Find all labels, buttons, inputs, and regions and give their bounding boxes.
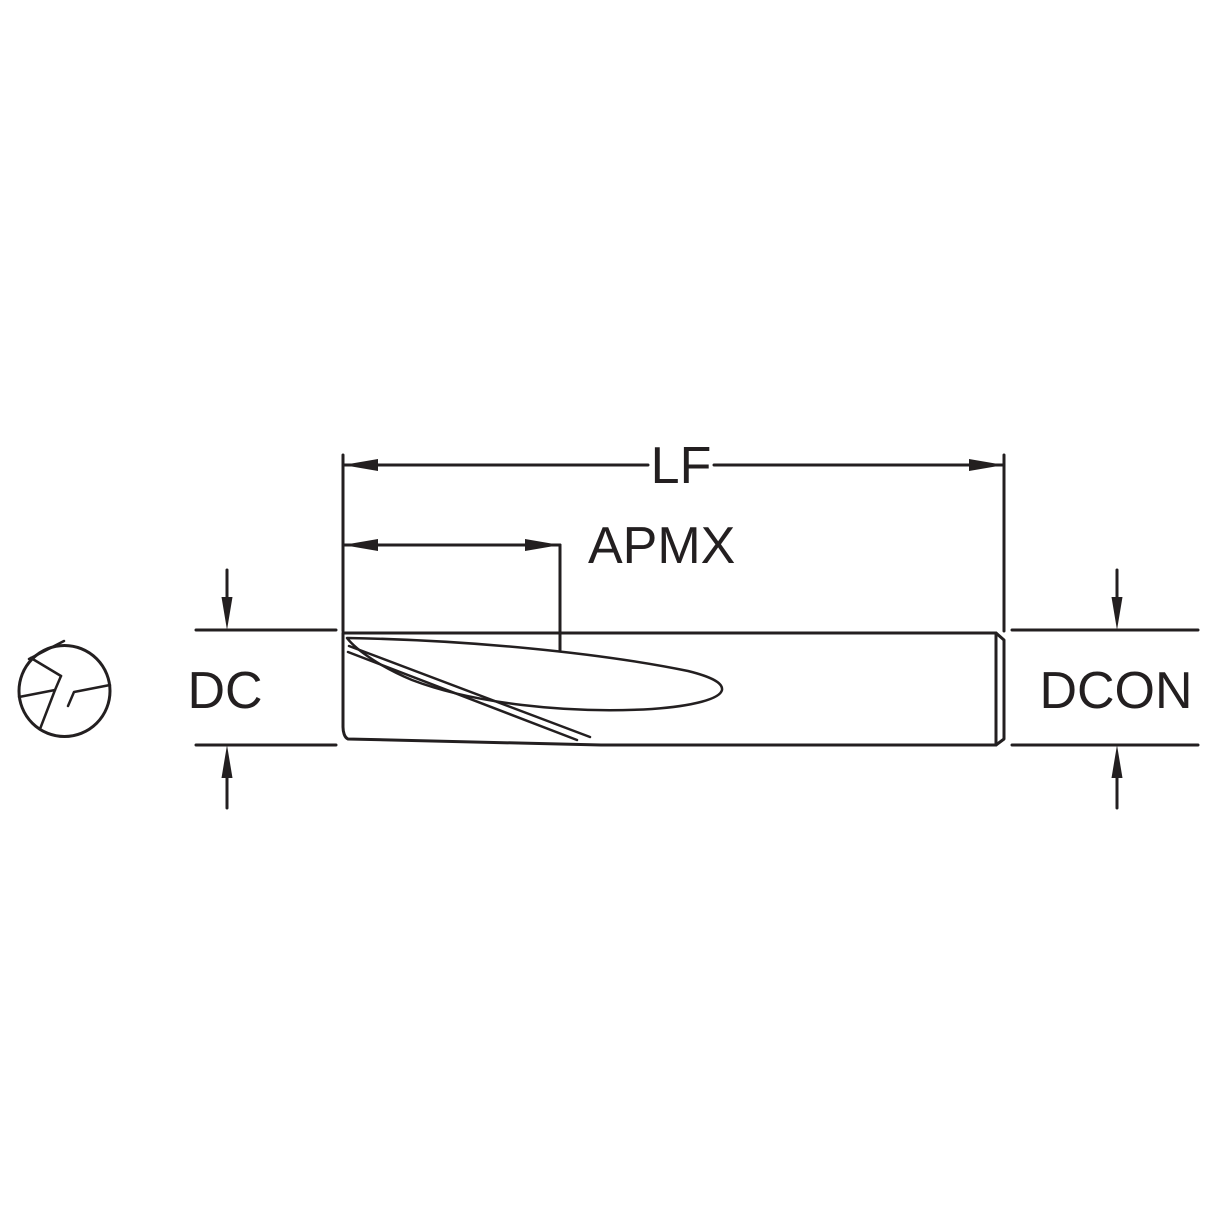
- apmx-arrowhead-right: [525, 539, 560, 551]
- lf-arrowhead-left: [343, 459, 378, 471]
- end-view-right-cutting-face: [66, 683, 112, 708]
- cutting-edge-line-2: [346, 650, 579, 742]
- dcon-arrowhead-down: [1111, 597, 1123, 630]
- tool-outline: [341, 631, 1006, 747]
- dcon-label: DCON: [1039, 662, 1192, 720]
- apmx-label: APMX: [588, 517, 735, 575]
- end-view: [17, 639, 112, 738]
- cutting-edge-line-1: [347, 644, 592, 739]
- apmx-arrowhead-left: [343, 539, 378, 551]
- end-view-flute-face-line: [29, 656, 63, 678]
- lf-label: LF: [651, 437, 712, 495]
- dc-arrowhead-up: [221, 745, 233, 778]
- dcon-dimension: DCON: [1010, 568, 1200, 810]
- end-view-gash-line: [27, 639, 66, 661]
- side-view: [341, 631, 1006, 747]
- lf-dimension: LF: [341, 437, 1006, 633]
- dc-dimension: DC: [187, 568, 338, 810]
- dc-label: DC: [187, 662, 262, 720]
- apmx-dimension: APMX: [341, 517, 735, 652]
- end-view-heel-line: [38, 688, 57, 731]
- end-view-circle: [17, 644, 112, 738]
- dc-arrowhead-down: [221, 597, 233, 630]
- lf-arrowhead-right: [969, 459, 1004, 471]
- flute-curve: [345, 636, 724, 712]
- dcon-arrowhead-up: [1111, 745, 1123, 778]
- drawing-root: LF APMX DC: [17, 437, 1200, 810]
